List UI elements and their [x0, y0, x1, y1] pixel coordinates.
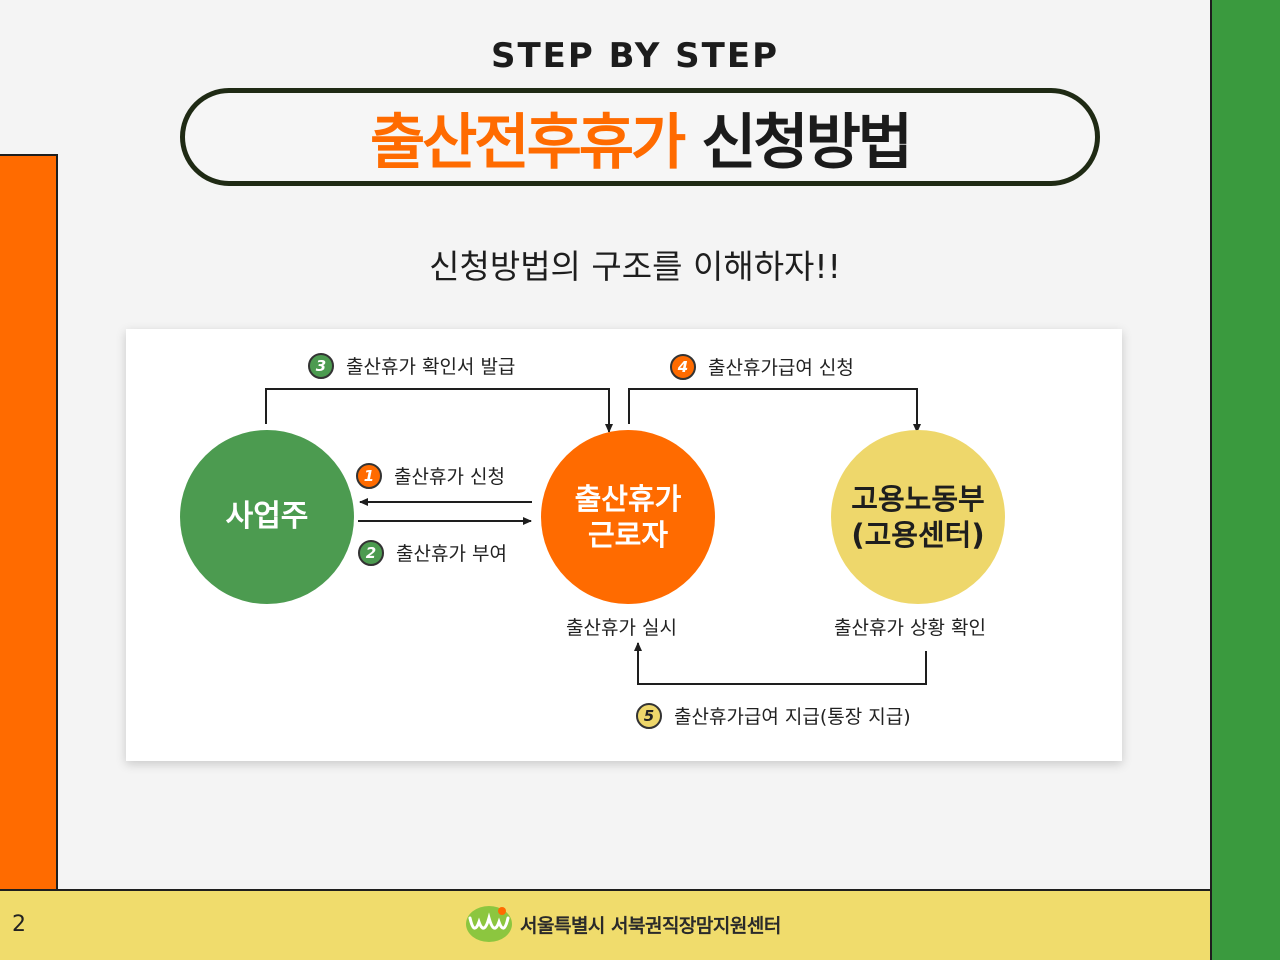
arrow-step3 — [265, 388, 613, 433]
step-number-badge: 4 — [670, 353, 696, 380]
ministry-caption: 출산휴가 상황 확인 — [834, 617, 986, 639]
step-1: 1 출산휴가 신청 — [356, 462, 505, 489]
footer-organization-name: 서울특별시 서북권직장맘지원센터 — [520, 915, 781, 937]
ministry-label: 고용노동부 (고용센터) — [851, 481, 985, 552]
step-label: 출산휴가 부여 — [396, 543, 507, 565]
worker-label: 출산휴가 근로자 — [574, 481, 682, 552]
right-accent-bar — [1210, 0, 1280, 960]
title-highlight: 출산전후휴가 — [369, 107, 686, 178]
kicker-heading: STEP BY STEP — [491, 36, 779, 76]
worker-node: 출산휴가 근로자 — [541, 430, 715, 604]
step-4: 4 출산휴가급여 신청 — [670, 353, 854, 380]
step-3: 3 출산휴가 확인서 발급 — [308, 352, 515, 379]
employer-node: 사업주 — [180, 430, 354, 604]
step-number-badge: 5 — [636, 702, 662, 729]
step-number-badge: 1 — [356, 462, 382, 489]
step-label: 출산휴가급여 신청 — [708, 357, 854, 379]
worker-caption: 출산휴가 실시 — [566, 617, 677, 639]
footer-bar — [0, 889, 1210, 960]
step-label: 출산휴가 확인서 발급 — [346, 356, 516, 378]
title-banner: 출산전후휴가 신청방법 — [180, 88, 1100, 186]
connector-lines — [265, 388, 927, 685]
organization-logo-icon — [466, 906, 512, 942]
left-accent-bar — [0, 154, 58, 890]
step-2: 2 출산휴가 부여 — [358, 539, 507, 566]
step-number-badge: 3 — [308, 352, 334, 379]
process-diagram: 사업주 출산휴가 근로자 고용노동부 (고용센터) 3 출산휴가 확인서 발급 … — [126, 329, 1122, 761]
employer-label: 사업주 — [225, 499, 309, 535]
step-label: 출산휴가 신청 — [394, 466, 505, 488]
step-label: 출산휴가급여 지급(통장 지급) — [674, 706, 911, 728]
page-number: 2 — [12, 912, 26, 937]
ministry-node: 고용노동부 (고용센터) — [831, 430, 1005, 604]
subtitle: 신청방법의 구조를 이해하자!! — [429, 247, 841, 286]
step-5: 5 출산휴가급여 지급(통장 지급) — [636, 702, 911, 729]
arrow-step4 — [628, 388, 921, 433]
arrow-step5 — [634, 642, 927, 685]
title-rest: 신청방법 — [701, 107, 913, 178]
step-number-badge: 2 — [358, 539, 384, 566]
